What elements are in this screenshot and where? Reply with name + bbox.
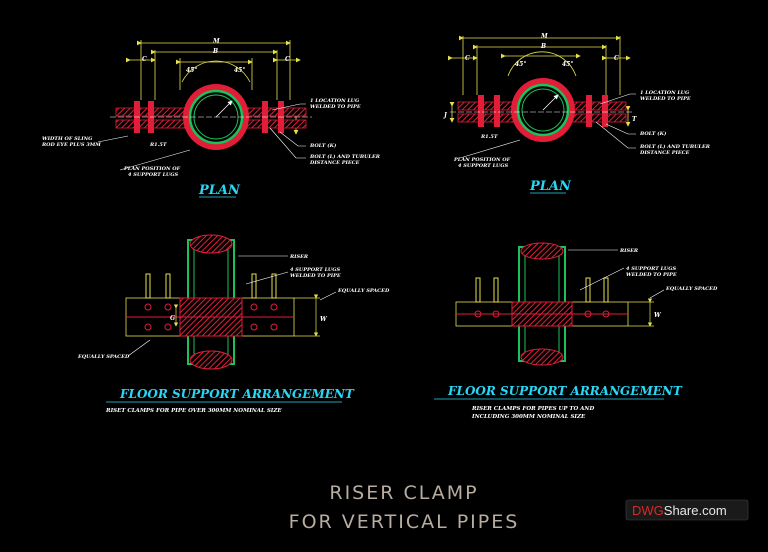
sheet-title-line2: FOR VERTICAL PIPES bbox=[289, 511, 520, 533]
label-support-lugs-l1: 4 SUPPORT LUGS bbox=[290, 267, 340, 273]
label-equally-spaced: EQUALLY SPACED bbox=[665, 286, 718, 292]
dim-c-left: C bbox=[465, 55, 470, 62]
elev-left-heading: FLOOR SUPPORT ARRANGEMENT bbox=[119, 387, 355, 401]
bolt bbox=[602, 95, 608, 127]
dim-b: B bbox=[212, 48, 218, 55]
dim-c-right: C bbox=[614, 55, 619, 62]
elev-right-subtitle-l2: INCLUDING 300MM NOMINAL SIZE bbox=[471, 414, 586, 420]
label-support-lugs-l2: WELDED TO PIPE bbox=[626, 272, 677, 278]
dim-m: M bbox=[212, 38, 220, 45]
label-support-lugs-l1: 4 SUPPORT LUGS bbox=[626, 266, 676, 272]
dim-angle-left: 45° bbox=[515, 61, 526, 68]
plan-right-heading: PLAN bbox=[529, 179, 572, 194]
dim-radius: R1.5T bbox=[480, 134, 499, 140]
dim-radius: R1.5T bbox=[149, 142, 168, 148]
dim-c-left: C bbox=[142, 56, 147, 63]
label-plan-position-l2: 4 SUPPORT LUGS bbox=[458, 163, 508, 169]
elev-right-subtitle-l1: RISER CLAMPS FOR PIPES UP TO AND bbox=[471, 406, 594, 412]
dim-m: M bbox=[540, 33, 548, 40]
plan-right-view: M B C C 45° 45° T J A R1.5T 1 LOCATION bbox=[443, 33, 710, 194]
watermark: DWGShare.com bbox=[625, 499, 749, 521]
pipe-cut-bottom bbox=[189, 350, 233, 370]
label-location-lug-l2: WELDED TO PIPE bbox=[310, 104, 361, 110]
label-equally-spaced-left: EQUALLY SPACED bbox=[77, 354, 130, 360]
label-plan-position-l1: PLAN POSITION OF bbox=[453, 157, 511, 163]
bolt bbox=[494, 95, 500, 127]
watermark-part1: DWG bbox=[632, 503, 664, 518]
dim-angle-right: 45° bbox=[562, 61, 573, 68]
watermark-part2: Share.com bbox=[664, 503, 727, 518]
elev-left-subtitle: RISET CLAMPS FOR PIPE OVER 300MM NOMINAL… bbox=[105, 408, 282, 414]
sheet-title-line1: RISER CLAMP bbox=[329, 482, 478, 504]
pipe-cut-bottom bbox=[520, 348, 564, 366]
label-width-sling-l1: WIDTH OF SLING bbox=[42, 136, 93, 142]
clamp-strap-left bbox=[457, 101, 519, 111]
dim-w: W bbox=[654, 312, 662, 319]
label-width-sling-l2: ROD EYE PLUS 3MM bbox=[41, 142, 101, 148]
label-location-lug-l1: 1 LOCATION LUG bbox=[640, 90, 690, 96]
pipe-cut-top bbox=[189, 234, 233, 254]
pipe-inner bbox=[521, 88, 565, 132]
label-plan-position-l2: 4 SUPPORT LUGS bbox=[128, 172, 178, 178]
label-plan-position-l1: PLAN POSITION OF bbox=[123, 166, 181, 172]
dim-angle-left: 45° bbox=[186, 67, 197, 74]
clamp-strap-left-lower bbox=[457, 113, 519, 123]
label-riser: RISER bbox=[619, 248, 638, 254]
dim-j: J bbox=[443, 112, 448, 119]
bolt bbox=[478, 95, 484, 127]
label-location-lug-l1: 1 LOCATION LUG bbox=[310, 98, 360, 104]
elev-right-heading: FLOOR SUPPORT ARRANGEMENT bbox=[447, 384, 683, 398]
dim-angle-right: 45° bbox=[234, 67, 245, 74]
label-bolt-k: BOLT (K) bbox=[639, 130, 667, 137]
label-bolt-l2: DISTANCE PIECE bbox=[639, 150, 690, 156]
clamp-strap-right-lower bbox=[245, 119, 307, 129]
elevation-right-view: W RISER 4 SUPPORT LUGS WELDED TO PIPE EQ… bbox=[434, 242, 718, 420]
plan-left-view: M B C C 45° 45° T A R1.5T bbox=[41, 38, 380, 198]
watermark-text: DWGShare.com bbox=[632, 503, 727, 518]
dim-c-right: C bbox=[285, 56, 290, 63]
dim-g: G bbox=[170, 315, 175, 322]
label-bolt-k: BOLT (K) bbox=[309, 142, 337, 149]
label-equally-spaced-right: EQUALLY SPACED bbox=[337, 288, 390, 294]
label-bolt-l1: BOLT (L) AND TUBULER bbox=[639, 143, 710, 150]
dim-w: W bbox=[320, 316, 328, 323]
clamp-strap-right-lower bbox=[567, 113, 627, 123]
label-bolt-l1: BOLT (L) AND TUBULER bbox=[309, 153, 380, 160]
elevation-left-view: W G RISER 4 SUPPORT LUGS WELDED TO PIPE … bbox=[77, 234, 390, 414]
dim-b: B bbox=[540, 43, 546, 50]
label-location-lug-l2: WELDED TO PIPE bbox=[640, 96, 691, 102]
bolt bbox=[586, 95, 592, 127]
plan-left-heading: PLAN bbox=[198, 183, 241, 198]
label-bolt-l2: DISTANCE PIECE bbox=[309, 160, 360, 166]
label-riser: RISER bbox=[289, 254, 308, 260]
label-support-lugs-l2: WELDED TO PIPE bbox=[290, 273, 341, 279]
dim-t: T bbox=[632, 116, 637, 123]
pipe-cut-top bbox=[520, 242, 564, 260]
clamp-strap-right bbox=[567, 101, 627, 111]
